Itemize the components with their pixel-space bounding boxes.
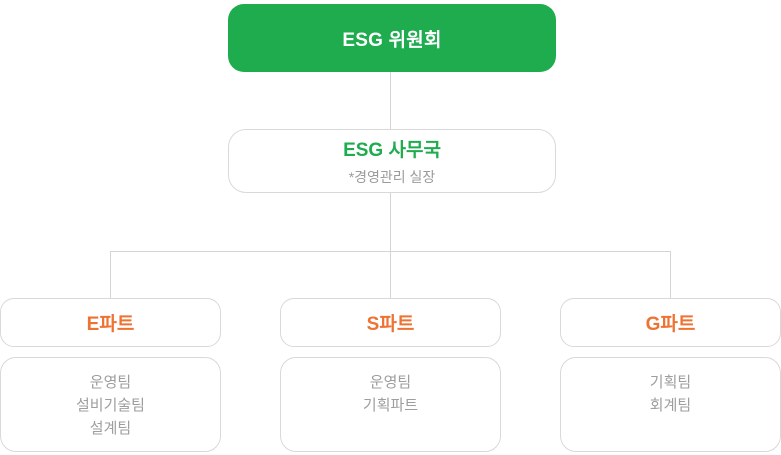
connector-secretariat-bus: [390, 193, 391, 251]
team-item: 운영팀: [369, 374, 412, 391]
g-part-label: G파트: [645, 314, 696, 335]
e-part-label: E파트: [86, 314, 135, 335]
org-node-g-part: G파트: [560, 298, 781, 347]
esg-committee-label: ESG 위원회: [342, 29, 442, 51]
org-node-esg-secretariat: ESG 사무국 *경영관리 실장: [228, 129, 556, 193]
team-item: 기획파트: [362, 397, 419, 414]
connector-committee-secretariat: [390, 72, 391, 129]
org-node-e-part: E파트: [0, 298, 221, 347]
connector-drop-e: [110, 251, 111, 298]
team-item: 회계팀: [649, 397, 692, 414]
org-node-e-part-teams: 운영팀 설비기술팀 설계팀: [0, 357, 221, 452]
org-node-g-part-teams: 기획팀 회계팀: [560, 357, 781, 452]
esg-secretariat-note: *경영관리 실장: [348, 169, 436, 185]
org-node-s-part: S파트: [280, 298, 501, 347]
esg-secretariat-label: ESG 사무국: [343, 140, 441, 161]
team-item: 설비기술팀: [75, 397, 145, 414]
connector-drop-s: [390, 251, 391, 298]
s-part-label: S파트: [366, 314, 415, 335]
team-item: 기획팀: [649, 374, 692, 391]
team-item: 운영팀: [89, 374, 132, 391]
org-node-s-part-teams: 운영팀 기획파트: [280, 357, 501, 452]
org-node-esg-committee: ESG 위원회: [228, 4, 556, 72]
connector-drop-g: [670, 251, 671, 298]
team-item: 설계팀: [89, 420, 132, 437]
